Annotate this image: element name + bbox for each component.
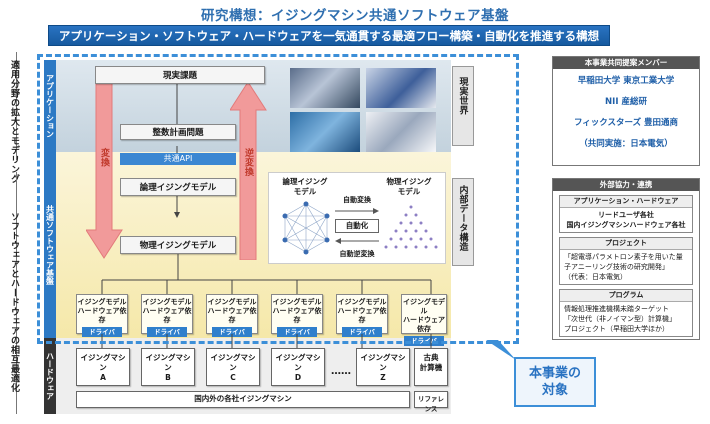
external-section-1-body: リードユーザ各社 国内イジングマシンハードウェア各社 xyxy=(560,208,692,232)
members-head: 本事業共同提案メンバー xyxy=(553,57,699,69)
external-section-1: アプリケーション・ハードウェア リードユーザ各社 国内イジングマシンハードウェア… xyxy=(559,195,693,233)
banner: アプリケーション・ソフトウェア・ハードウェアを一気通貫する最適フロー構築・自動化… xyxy=(48,25,610,46)
ising-machine-c-l2: C xyxy=(207,373,259,383)
ising-machine-d-l1: イジングマシン xyxy=(272,353,324,373)
ising-machine-z-l1: イジングマシン xyxy=(357,353,409,373)
layer-hw-label: ハードウェア xyxy=(45,352,56,400)
external-head: 外部協力・連携 xyxy=(553,179,699,191)
external-section-3-head: プログラム xyxy=(560,290,692,302)
classical-computer: 古典 計算機 xyxy=(414,348,448,386)
external-section-3-body: 情報処理推進機構未踏ターゲット 「次世代（非ノイマン型）計算機」 プロジェクト（… xyxy=(560,302,692,336)
ising-machine-a-l1: イジングマシン xyxy=(77,353,129,373)
external-section-1-head: アプリケーション・ハードウェア xyxy=(560,196,692,208)
ising-machine-z-l2: Z xyxy=(357,373,409,383)
target-label: 本事業の 対象 xyxy=(514,357,596,407)
ising-machine-b-l1: イジングマシン xyxy=(142,353,194,373)
layer-hw-bar: ハードウェア xyxy=(44,338,56,414)
ising-machine-c-l1: イジングマシン xyxy=(207,353,259,373)
domestic-machines-box: 国内外の各社イジングマシン xyxy=(76,391,410,408)
external-panel: 外部協力・連携 アプリケーション・ハードウェア リードユーザ各社 国内イジングマ… xyxy=(552,178,700,340)
left-axis-top-label: 適用分野の拡大とモデリング xyxy=(8,60,21,184)
external-section-3: プログラム 情報処理推進機構未踏ターゲット 「次世代（非ノイマン型）計算機」 プ… xyxy=(559,289,693,337)
scope-outline xyxy=(37,54,519,344)
members-row-3: フィックスターズ 豊田通商 xyxy=(553,113,699,134)
members-panel: 本事業共同提案メンバー 早稲田大学 東京工業大学 NII 産総研 フィックスター… xyxy=(552,56,700,166)
target-pointer xyxy=(482,338,518,362)
members-row-2: NII 産総研 xyxy=(553,92,699,113)
members-row-1: 早稲田大学 東京工業大学 xyxy=(553,71,699,92)
left-axis-top: 適用分野の拡大とモデリング xyxy=(6,52,28,160)
external-section-2-body: 「超電導パラメトロン素子を用いた量 子アニーリング技術の研究開発」 （代表：日本… xyxy=(560,250,692,284)
external-section-2-head: プロジェクト xyxy=(560,238,692,250)
ising-machine-d-l2: D xyxy=(272,373,324,383)
ellipsis: …… xyxy=(328,366,354,377)
ising-machine-a-l2: A xyxy=(77,373,129,383)
members-row-4: （共同実施：日本電気） xyxy=(553,134,699,155)
page-title: 研究構想：イジングマシン共通ソフトウェア基盤 xyxy=(0,4,710,24)
ising-machine-b-l2: B xyxy=(142,373,194,383)
left-axis-bottom: ソフトウェアとハードウェアの相互最適化 xyxy=(6,172,28,414)
reference-box: リファレンス xyxy=(414,391,448,408)
left-axis-bottom-label: ソフトウェアとハードウェアの相互最適化 xyxy=(8,212,21,393)
external-section-2: プロジェクト 「超電導パラメトロン素子を用いた量 子アニーリング技術の研究開発」… xyxy=(559,237,693,285)
